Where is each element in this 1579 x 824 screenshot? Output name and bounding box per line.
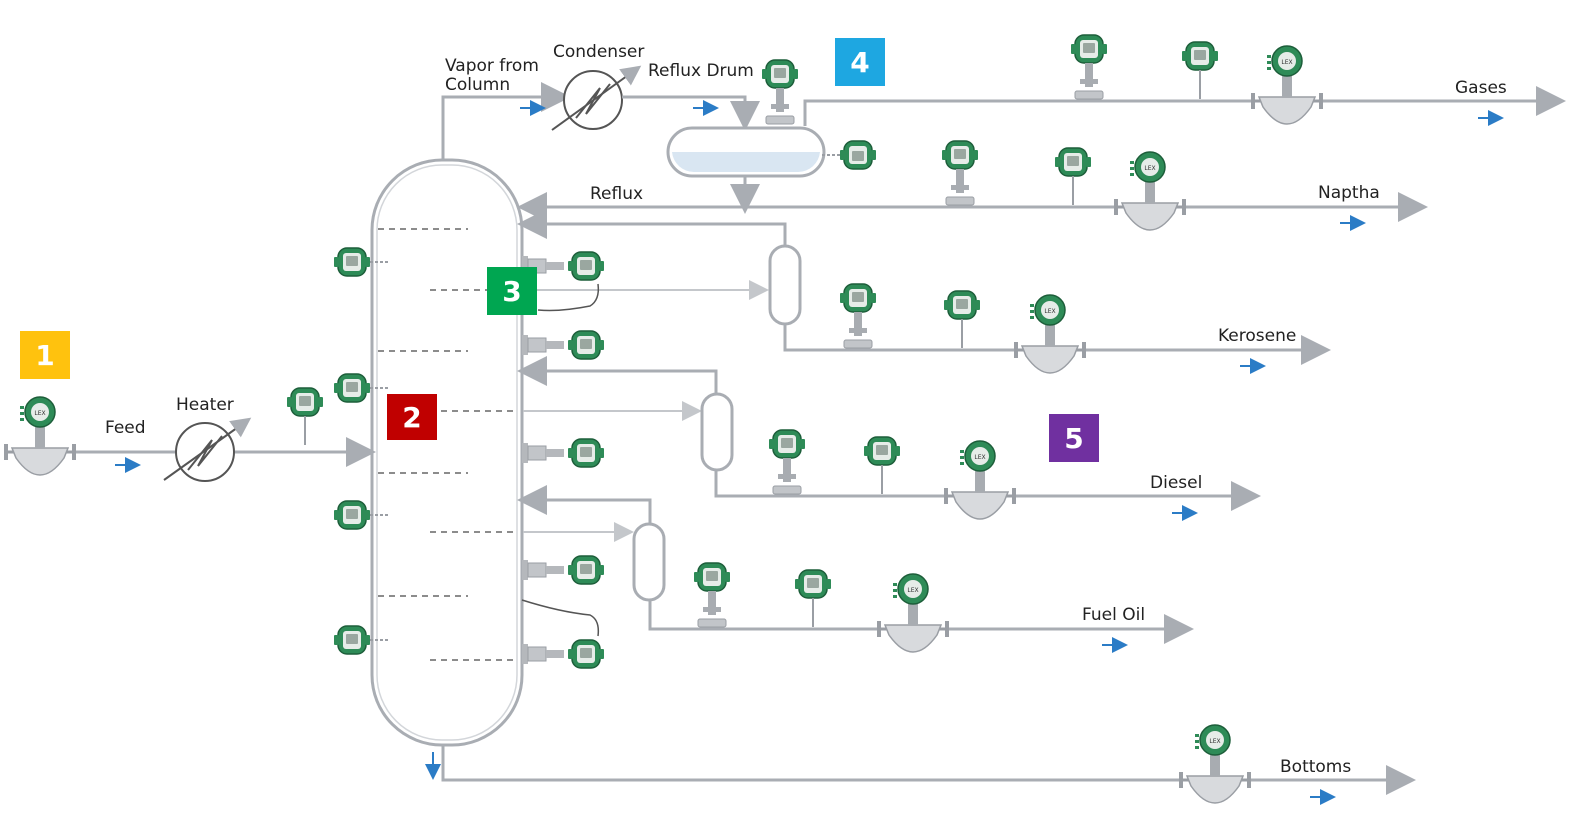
vapor-label-line2: Column xyxy=(445,75,510,95)
capillary-line xyxy=(521,599,600,637)
diesel-pipe xyxy=(714,470,1261,511)
gases-temperature-transmitter-icon xyxy=(1182,42,1218,99)
fuel-oil-temperature-transmitter-icon xyxy=(795,570,831,627)
reflux-drum xyxy=(666,126,826,178)
feed-label: Feed xyxy=(105,418,146,438)
column-dp-transmitter-icon xyxy=(522,556,604,584)
naptha-label: Naptha xyxy=(1318,183,1380,203)
marker-1: 1 xyxy=(20,331,70,379)
gases-pressure-transmitter-icon xyxy=(1071,35,1107,99)
distillation-column xyxy=(370,158,524,747)
diesel-stripper xyxy=(700,392,734,472)
fuel-oil-stripper xyxy=(632,522,666,602)
condensate-pipe xyxy=(622,95,760,131)
svg-text:5: 5 xyxy=(1064,422,1083,455)
svg-text:3: 3 xyxy=(502,275,521,308)
fuel-oil-pipe xyxy=(648,600,1194,644)
bottoms-label: Bottoms xyxy=(1280,757,1351,777)
naptha-flow-meter-icon xyxy=(1112,150,1188,232)
column-dp-transmitter-icon xyxy=(522,640,604,668)
bottoms-flow-meter-icon xyxy=(1177,723,1253,805)
condenser-heat-exchanger-icon xyxy=(551,65,642,131)
drum-level-transmitter-icon xyxy=(822,141,876,169)
column-dp-transmitter-icon xyxy=(522,439,604,467)
marker-5: 5 xyxy=(1049,414,1099,462)
svg-text:1: 1 xyxy=(35,339,54,372)
marker-2: 2 xyxy=(387,394,437,440)
kerosene-label: Kerosene xyxy=(1218,326,1296,346)
feed-flow-meter-icon xyxy=(2,395,78,477)
heater-label: Heater xyxy=(176,395,234,415)
svg-text:2: 2 xyxy=(402,401,421,434)
drum-pressure-transmitter-icon xyxy=(762,60,798,124)
feed-temperature-transmitter-icon xyxy=(287,388,323,445)
marker-4: 4 xyxy=(835,38,885,86)
capillary-line xyxy=(537,283,600,312)
gases-flow-meter-icon xyxy=(1249,44,1325,126)
diesel-return-pipe xyxy=(517,356,718,393)
naptha-pressure-transmitter-icon xyxy=(942,141,978,205)
reflux-drum-label: Reflux Drum xyxy=(648,61,754,81)
naptha-temperature-transmitter-icon xyxy=(1055,148,1091,205)
kerosene-flow-meter-icon xyxy=(1012,293,1088,375)
kerosene-pipe xyxy=(783,324,1331,365)
kerosene-temperature-transmitter-icon xyxy=(944,291,980,348)
fuel-oil-pressure-transmitter-icon xyxy=(694,563,730,627)
column-dp-transmitter-icon xyxy=(522,331,604,359)
reflux-label: Reflux xyxy=(590,184,643,204)
vapor-label-line1: Vapor from xyxy=(445,56,539,76)
kerosene-pressure-transmitter-icon xyxy=(840,284,876,348)
fuel-oil-label: Fuel Oil xyxy=(1082,605,1145,625)
kerosene-return-pipe xyxy=(517,209,787,245)
diesel-label: Diesel xyxy=(1150,473,1202,493)
diesel-temperature-transmitter-icon xyxy=(864,437,900,494)
diesel-flow-meter-icon xyxy=(942,439,1018,521)
marker-3: 3 xyxy=(487,267,537,315)
svg-text:4: 4 xyxy=(850,46,869,79)
fuel-oil-return-pipe xyxy=(517,485,652,524)
vapor-pipe xyxy=(441,82,571,160)
kerosene-stripper xyxy=(768,244,802,326)
column-trays xyxy=(378,228,518,661)
fuel-oil-flow-meter-icon xyxy=(875,572,951,654)
gases-pipe xyxy=(803,86,1566,126)
heater-heat-exchanger-icon xyxy=(163,417,252,482)
bottoms-pipe xyxy=(441,745,1416,795)
condenser-label: Condenser xyxy=(553,42,644,62)
gases-label: Gases xyxy=(1455,78,1507,98)
diesel-pressure-transmitter-icon xyxy=(769,430,805,494)
